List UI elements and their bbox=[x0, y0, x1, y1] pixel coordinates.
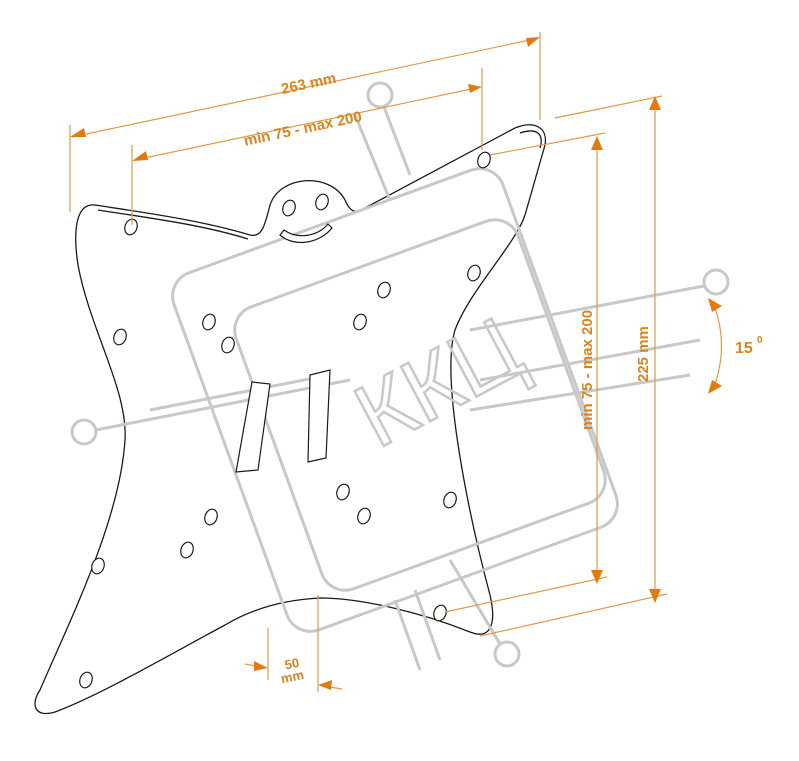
tilt-angle-degree: 0 bbox=[757, 335, 763, 346]
vesa-vertical-label: min 75 - max 200 bbox=[579, 310, 596, 430]
dimension-lines bbox=[69, 32, 723, 692]
overall-height-label: 225 mm bbox=[635, 326, 652, 382]
offset-unit-label: mm bbox=[279, 667, 305, 686]
overall-width-label: 263 mm bbox=[280, 70, 338, 98]
tilt-angle-label: 15 bbox=[735, 340, 753, 357]
mounting-holes bbox=[79, 151, 491, 689]
vesa-horizontal-label: min 75 - max 200 bbox=[242, 108, 363, 150]
offset-value-label: 50 bbox=[283, 655, 300, 673]
